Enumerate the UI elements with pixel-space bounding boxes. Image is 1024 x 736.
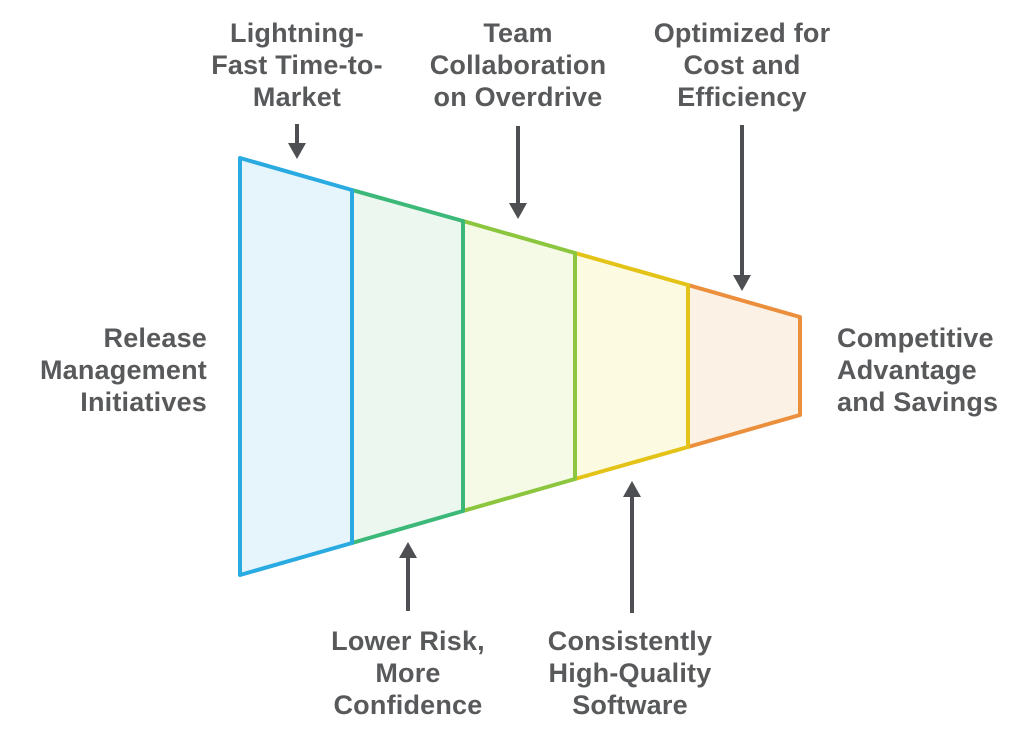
label-line: Optimized for <box>653 18 831 48</box>
arrow-down-lightning-fast <box>288 124 306 159</box>
arrow-down-optimized-cost <box>733 125 751 291</box>
label-line: Collaboration <box>429 50 607 80</box>
label-line: on Overdrive <box>433 82 603 112</box>
label-lightning-fast-time-to-market: Lightning- Fast Time-to- Market <box>177 17 417 113</box>
label-line: and Savings <box>837 387 999 417</box>
funnel-segment-4 <box>573 251 690 481</box>
label-team-collaboration-on-overdrive: Team Collaboration on Overdrive <box>398 17 638 113</box>
label-line: Initiatives <box>80 387 207 417</box>
label-line: Advantage <box>837 355 977 385</box>
label-release-management-initiatives: Release Management Initiatives <box>6 322 207 418</box>
label-line: Release <box>103 323 207 353</box>
label-competitive-advantage-and-savings: Competitive Advantage and Savings <box>837 322 1023 418</box>
label-line: Market <box>252 82 342 112</box>
arrow-down-team-collaboration <box>509 126 527 219</box>
label-line: Consistently <box>547 626 713 656</box>
arrows <box>288 124 751 613</box>
funnel-segment-5 <box>686 283 802 449</box>
label-line: Team <box>483 18 553 48</box>
label-line: Efficiency <box>677 82 807 112</box>
label-line: Confidence <box>333 690 483 720</box>
label-line: More <box>375 658 441 688</box>
label-line: Lower Risk, <box>331 626 485 656</box>
label-line: Cost and <box>683 50 801 80</box>
label-line: Lightning- <box>230 18 364 48</box>
label-line: Management <box>39 355 207 385</box>
arrow-up-lower-risk <box>399 542 417 611</box>
arrow-up-high-quality <box>623 481 641 613</box>
label-lower-risk-more-confidence: Lower Risk, More Confidence <box>288 625 528 721</box>
funnel-segment-3 <box>461 219 577 513</box>
funnel-shape <box>238 156 802 577</box>
label-line: Competitive <box>837 323 994 353</box>
funnel-segment-1 <box>238 156 354 577</box>
label-optimized-for-cost-and-efficiency: Optimized for Cost and Efficiency <box>622 17 862 113</box>
label-line: Fast Time-to- <box>211 50 383 80</box>
label-line: High-Quality <box>548 658 712 688</box>
label-consistently-high-quality-software: Consistently High-Quality Software <box>510 625 750 721</box>
funnel-segment-2 <box>350 188 465 545</box>
label-line: Software <box>572 690 688 720</box>
